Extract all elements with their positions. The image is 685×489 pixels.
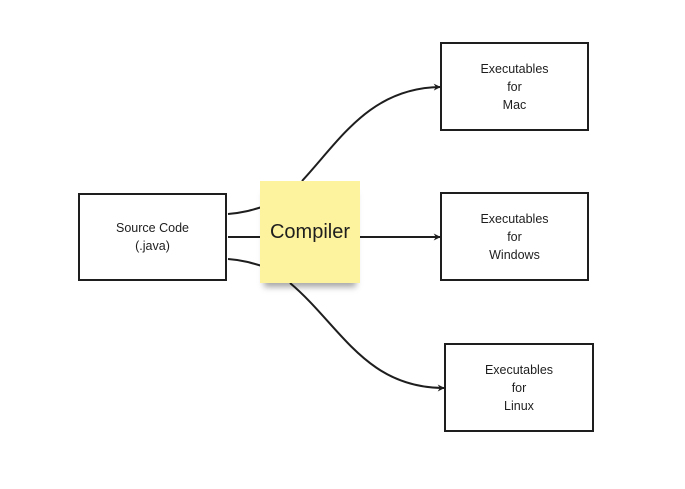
source-code-label: Source Code (.java)	[116, 221, 189, 253]
mac-executables-node[interactable]: Executables for Mac	[440, 42, 589, 131]
windows-executables-node[interactable]: Executables for Windows	[440, 192, 589, 281]
source-code-node[interactable]: Source Code (.java)	[78, 193, 227, 281]
connector-source-compiler-bottom	[227, 258, 263, 267]
compiler-label: Compiler	[269, 220, 351, 243]
compiler-sticky-note[interactable]: Compiler	[260, 181, 360, 283]
linux-executables-label: Executables for Linux	[484, 362, 554, 413]
mac-executables-label: Executables for Mac	[480, 61, 549, 112]
windows-executables-label: Executables for Windows	[480, 211, 549, 262]
linux-executables-node[interactable]: Executables for Linux	[444, 343, 594, 432]
arrow-compiler-to-linux	[289, 282, 445, 392]
arrow-compiler-to-mac	[301, 83, 441, 182]
connector-source-compiler-top	[227, 206, 263, 215]
